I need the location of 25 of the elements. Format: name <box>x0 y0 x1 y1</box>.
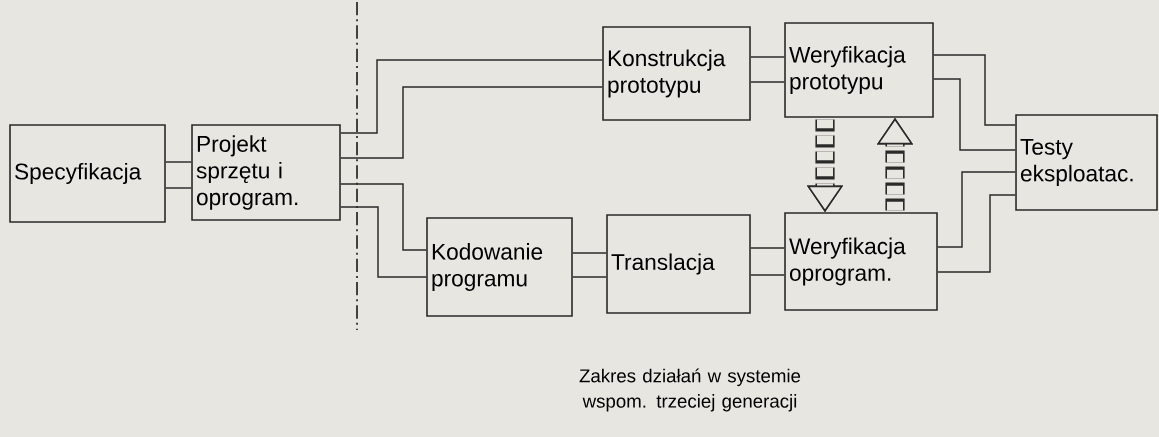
caption-text: Zakres działań w systemie wspom. trzeciej generacji <box>579 368 801 412</box>
connector-line <box>340 59 603 134</box>
process-box: Projekt sprzętu i oprogram. <box>191 124 341 221</box>
connector-line <box>750 274 785 276</box>
connector-line <box>933 54 1016 126</box>
connector-line <box>750 81 785 83</box>
connector-line <box>572 276 607 278</box>
connector-line <box>572 252 607 254</box>
connector-line <box>165 187 192 189</box>
process-box: Weryfikacja oprogram. <box>784 212 938 311</box>
connector-line <box>750 56 785 58</box>
process-box: Translacja <box>606 214 751 314</box>
process-box: Specyfikacja <box>9 124 166 223</box>
connector-line <box>937 171 1016 248</box>
process-box: Weryfikacja prototypu <box>784 22 934 118</box>
connector-line <box>340 183 427 251</box>
connector-line <box>750 247 785 249</box>
connector-line <box>340 206 427 278</box>
connector-line <box>165 161 192 163</box>
process-box: Testy eksploatac. <box>1015 114 1158 211</box>
process-box: Kodowanie programu <box>426 217 573 317</box>
connector-line <box>933 78 1016 151</box>
connector-line <box>340 86 603 159</box>
process-box: Konstrukcja prototypu <box>602 26 751 121</box>
connector-line <box>937 194 1016 273</box>
